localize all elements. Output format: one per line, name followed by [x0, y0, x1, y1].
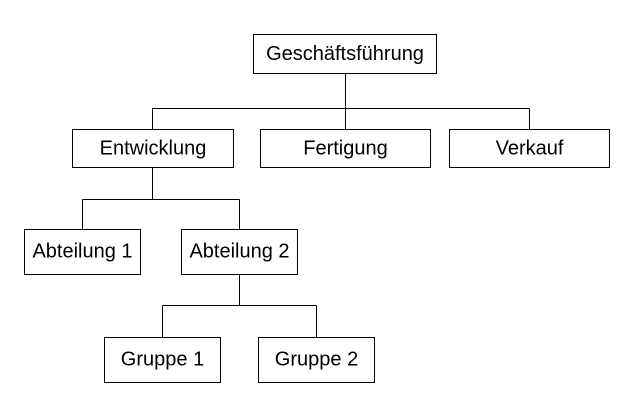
- node-box: [181, 229, 298, 275]
- node-label-department: Entwicklung: [100, 138, 207, 160]
- node-division-1: Abteilung 1: [24, 229, 141, 275]
- node-label-root: Geschäftsführung: [266, 43, 424, 65]
- connector-department-divisions: [82, 167, 240, 229]
- connector-root-departments: [152, 74, 530, 129]
- node-box: [449, 129, 610, 168]
- node-box: [104, 337, 221, 383]
- node-department-verkauf: Verkauf: [449, 129, 610, 168]
- node-group-2: Gruppe 2: [258, 337, 375, 383]
- node-label-department: Verkauf: [496, 138, 564, 160]
- node-box: [24, 229, 141, 275]
- node-label-division: Abteilung 1: [32, 241, 132, 263]
- node-department-entwicklung: Entwicklung: [72, 129, 234, 168]
- node-division-2: Abteilung 2: [181, 229, 298, 275]
- node-root: Geschäftsführung: [253, 34, 437, 74]
- node-label-division: Abteilung 2: [189, 241, 289, 263]
- node-group-1: Gruppe 1: [104, 337, 221, 383]
- node-box: [260, 129, 431, 168]
- node-label-department: Fertigung: [303, 138, 388, 160]
- node-label-group: Gruppe 1: [121, 349, 204, 371]
- node-label-group: Gruppe 2: [275, 349, 358, 371]
- connector-division-groups: [162, 274, 317, 337]
- node-box: [258, 337, 375, 383]
- node-department-fertigung: Fertigung: [260, 129, 431, 168]
- node-box: [253, 34, 437, 74]
- node-box: [72, 129, 234, 168]
